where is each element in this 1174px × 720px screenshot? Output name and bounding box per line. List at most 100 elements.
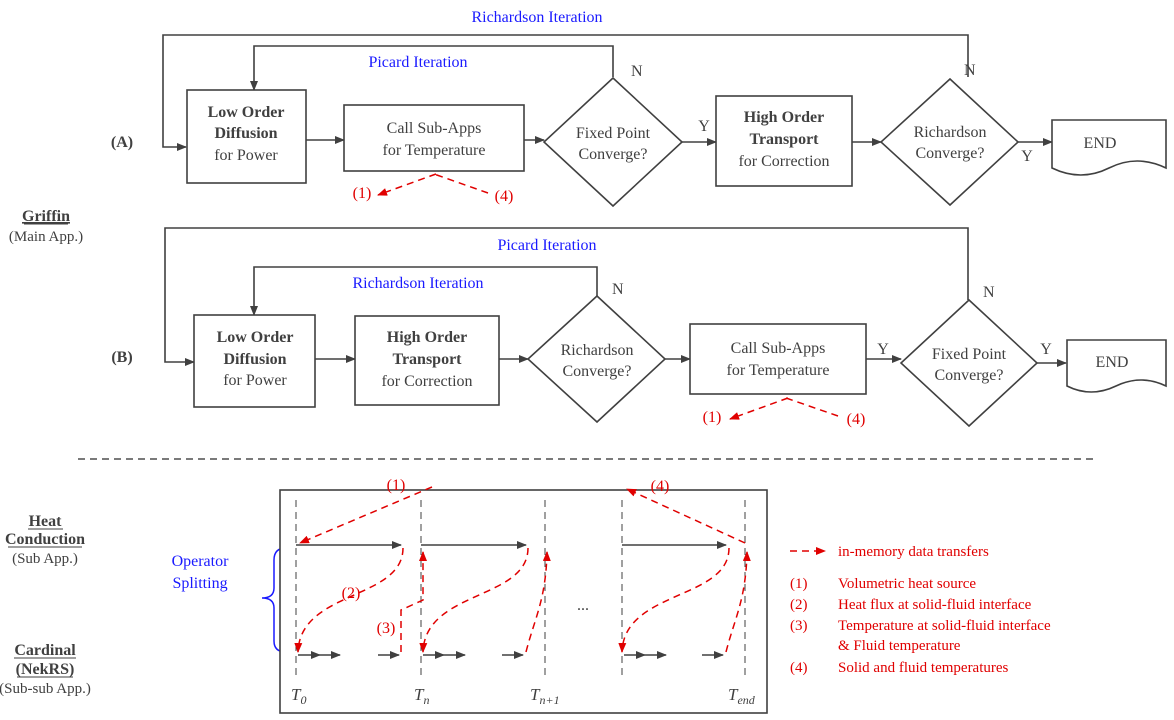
b-ref-1: (1) [703, 409, 722, 426]
transfer-3-tend [725, 551, 751, 653]
a-richardson-loop [162, 34, 969, 151]
a-low-order-box [186, 89, 307, 184]
b-fp-n: N [983, 284, 995, 301]
b-fixed-point-diamond [899, 298, 1039, 428]
bottom-ref-4: (4) [651, 478, 670, 495]
legend-arrow-label: in-memory data transfers [838, 544, 989, 560]
transfer-2-t0 [294, 547, 404, 653]
b-end-label: END [1096, 354, 1129, 371]
time-label-tend: Tend [728, 685, 756, 707]
b-richardson-label: Richardson Iteration [352, 275, 483, 292]
a-low-order-l2: Diffusion [214, 125, 277, 142]
time-label-tn1: Tn+1 [530, 685, 560, 707]
transfer-2-tend [618, 547, 730, 653]
legend-text-4: Solid and fluid temperatures [838, 660, 1009, 676]
b-rc-l1: Richardson [561, 342, 634, 359]
legend-text-3b: & Fluid temperature [838, 638, 961, 654]
transfer-4-outgoing [626, 488, 746, 544]
b-high-order-box [354, 315, 500, 406]
a-high-order-l2: Transport [749, 131, 819, 148]
heat-sublabel: (Sub App.) [12, 551, 78, 567]
b-high-order-l3: for Correction [381, 373, 472, 390]
bottom-ref-2: (2) [342, 585, 361, 602]
a-fp-y: Y [698, 118, 710, 135]
legend-text-2: Heat flux at solid-fluid interface [838, 597, 1032, 613]
operator-splitting-frame [279, 489, 768, 714]
legend-num-4: (4) [790, 660, 808, 676]
time-label-tn: Tn [414, 685, 429, 707]
griffin-sublabel: (Main App.) [9, 229, 83, 245]
a-call-l1: Call Sub-Apps [387, 120, 482, 137]
a-rc-y: Y [1021, 148, 1033, 165]
a-low-order-l1: Low Order [208, 104, 285, 121]
b-call-y: Y [877, 341, 889, 358]
a-call-l2: for Temperature [383, 142, 486, 159]
a-high-order-l3: for Correction [738, 153, 829, 170]
a-fp-n: N [631, 63, 643, 80]
operator-brace [261, 547, 287, 653]
b-picard-label: Picard Iteration [497, 237, 596, 254]
splitting-label: Splitting [172, 575, 227, 592]
legend-num-3: (3) [790, 618, 808, 634]
row-b-tag: (B) [111, 349, 132, 366]
b-ref-4: (4) [847, 411, 866, 428]
b-high-order-l2: Transport [392, 351, 462, 368]
a-ref-1: (1) [353, 185, 372, 202]
a-rc-l1: Richardson [914, 124, 987, 141]
heat-label-line2: Conduction [5, 531, 85, 548]
legend-items: (1) Volumetric heat source (2) Heat flux… [790, 576, 1051, 676]
a-richardson-label: Richardson Iteration [471, 9, 602, 26]
a-fixed-point-diamond [542, 76, 684, 208]
transfer-2-tn [419, 547, 529, 653]
heat-label-line1: Heat [29, 513, 63, 530]
a-transfer-4-arrow [433, 173, 489, 194]
a-transfer-1-arrow [377, 173, 437, 196]
a-high-order-box [715, 95, 853, 187]
a-fp-l1: Fixed Point [576, 125, 651, 142]
cardinal-label-line1: Cardinal [14, 642, 76, 659]
bottom-ref-1: (1) [387, 477, 406, 494]
a-end-terminal [1051, 119, 1167, 176]
a-picard-loop [250, 45, 614, 91]
time-label-t0: T0 [291, 685, 306, 707]
b-fp-l2: Converge? [934, 367, 1003, 384]
a-call-subapps-box [343, 104, 525, 172]
cardinal-label-line2: (NekRS) [16, 661, 75, 678]
b-fp-l1: Fixed Point [932, 346, 1007, 363]
a-ref-4: (4) [495, 188, 514, 205]
bottom-ref-3: (3) [377, 620, 396, 637]
a-richardson-diamond [879, 77, 1020, 207]
b-transfer-1-arrow [729, 397, 789, 420]
b-low-order-l2: Diffusion [223, 351, 286, 368]
b-rc-n: N [612, 281, 624, 298]
b-fp-y: Y [1040, 341, 1052, 358]
b-transfer-4-arrow [785, 397, 839, 417]
a-low-order-l3: for Power [214, 147, 278, 164]
b-call-l2: for Temperature [727, 362, 830, 379]
transfer-3-tn1 [525, 551, 551, 653]
row-a-tag: (A) [111, 134, 133, 151]
b-low-order-box [193, 314, 316, 408]
legend-text-3: Temperature at solid-fluid interface [838, 618, 1051, 634]
b-picard-loop [164, 227, 969, 366]
a-rc-n: N [964, 62, 976, 79]
b-low-order-l1: Low Order [217, 329, 294, 346]
a-rc-l2: Converge? [915, 145, 984, 162]
b-richardson-diamond [526, 294, 667, 424]
b-high-order-l1: High Order [387, 329, 467, 346]
transfer-3-tn [400, 551, 427, 652]
legend-text-1: Volumetric heat source [838, 576, 976, 592]
griffin-label: Griffin [22, 208, 70, 225]
ellipsis: ... [577, 597, 589, 614]
legend-num-1: (1) [790, 576, 808, 592]
b-call-l1: Call Sub-Apps [731, 340, 826, 357]
legend-num-2: (2) [790, 597, 808, 613]
b-low-order-l3: for Power [223, 372, 287, 389]
a-picard-label: Picard Iteration [368, 54, 467, 71]
b-end-terminal [1066, 339, 1167, 393]
b-call-subapps-box [689, 323, 867, 395]
b-rc-l2: Converge? [562, 363, 631, 380]
a-end-label: END [1084, 135, 1117, 152]
cardinal-sublabel: (Sub-sub App.) [0, 681, 91, 697]
